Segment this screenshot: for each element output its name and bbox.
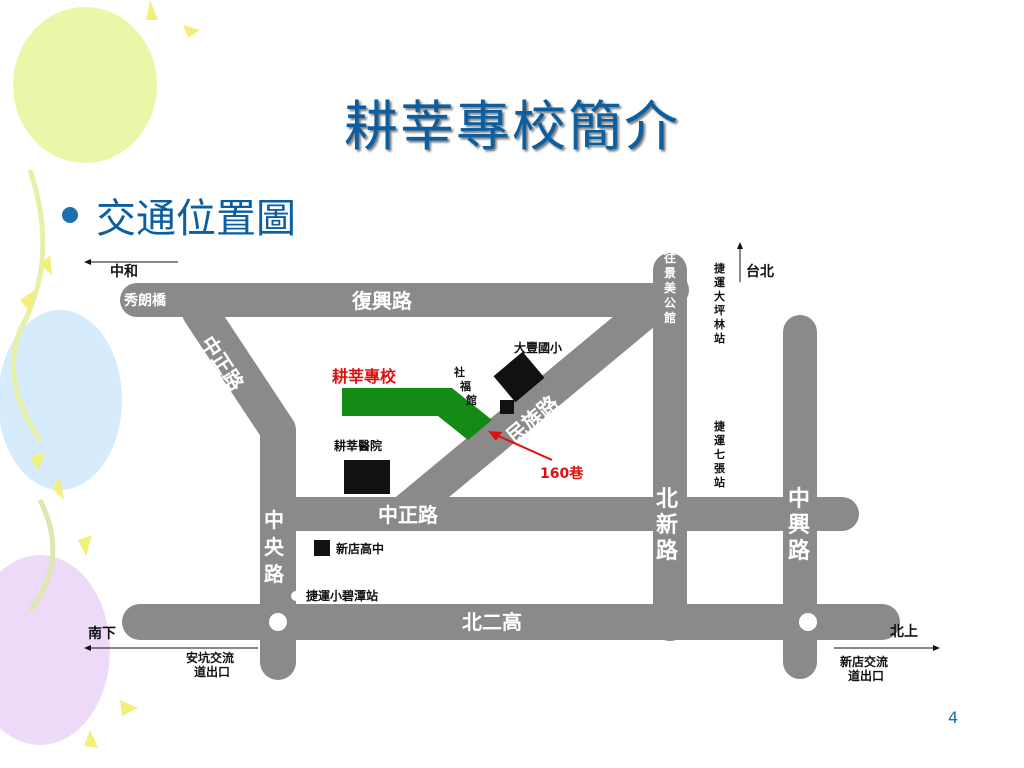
bullet-item: 交通位置圖 [62,186,296,244]
label-qizhang-3: 七 [714,447,725,461]
label-dir-south: 南下 [88,625,116,642]
label-zhongxing-3: 路 [788,538,811,564]
dafeng-school-block [493,351,545,403]
bullet-dot [62,207,78,223]
label-dir-zhonghe: 中和 [110,263,138,280]
label-lane160: 160巷 [540,465,584,482]
label-fuxing-road: 復興路 [351,289,413,313]
label-jingmei-5: 館 [663,310,676,325]
xindian-high-block [314,540,330,556]
road-zhongzheng-diagonal [182,294,296,642]
label-dapinglin-1: 捷 [714,261,726,275]
label-community-3: 館 [465,393,477,407]
slide-title: 耕莘專校簡介 [344,95,680,158]
bullet-text: 交通位置圖 [96,196,296,242]
label-beixin-1: 北 [656,487,678,512]
road-minzu [385,273,689,531]
label-community-1: 社 [453,365,465,379]
arrowhead-south [84,645,91,651]
label-jingmei-4: 公 [664,296,676,310]
label-dir-taipei: 台北 [746,263,774,280]
school-building [342,388,492,440]
label-zhongyang-1: 中 [264,508,284,532]
label-hospital: 耕莘醫院 [334,438,382,453]
arrowhead-zhonghe [84,259,91,265]
page-number: 4 [948,708,959,727]
label-ankeng-1: 安坑交流 [186,650,234,665]
label-ankeng-2: 道出口 [194,664,230,679]
hospital-block [344,460,390,494]
label-jingmei-3: 美 [664,280,677,295]
label-xindian-exit-1: 新店交流 [840,654,888,669]
label-jingmei-1: 往 [664,250,676,265]
roads [120,253,900,680]
interchange-xindian [799,613,817,631]
interchange-ankeng [269,613,287,631]
label-qizhang-5: 站 [714,475,725,489]
label-beier-highway: 北二高 [462,610,522,634]
label-dapinglin-5: 林 [714,317,725,331]
label-dafeng: 大豐國小 [514,340,562,355]
label-zhongyang-3: 路 [264,562,285,586]
label-xiaobitan: 捷運小碧潭站 [306,588,378,603]
label-xindian-high: 新店高中 [336,541,384,556]
arrowhead-north [933,645,940,651]
label-qizhang-4: 張 [714,462,726,475]
station-dot-dapinglin [691,339,701,349]
station-dot-xiaobitan [291,591,301,601]
label-zhongxing-1: 中 [788,487,810,512]
label-dapinglin-6: 站 [714,331,725,345]
label-dapinglin-4: 坪 [714,304,725,317]
label-zhongyang-2: 央 [264,535,285,559]
lane160-arrow [493,433,553,461]
label-xindian-exit-2: 道出口 [848,668,884,683]
label-beixin-2: 新 [656,512,678,538]
label-dapinglin-3: 大 [714,289,725,303]
station-dot-qizhang [691,473,701,483]
label-community-2: 福 [459,379,471,393]
label-school: 耕莘專校 [332,367,397,386]
label-dir-north: 北上 [890,624,918,640]
lane160-arrowhead [488,431,502,441]
community-block [500,400,514,414]
label-qizhang-2: 運 [714,434,726,447]
arrowhead-taipei [737,242,743,249]
transport-map: 復興路 秀朗橋 中正路 中正路 民族路 中 央 路 北 新 路 中 興 路 北二… [84,242,940,683]
label-qizhang-1: 捷 [714,419,726,433]
label-xiulang-bridge: 秀朗橋 [123,292,167,309]
label-zhongxing-2: 興 [788,513,810,538]
label-jingmei-2: 景 [664,266,676,280]
label-beixin-3: 路 [656,538,679,564]
label-dapinglin-2: 運 [714,276,726,289]
label-zhongzheng-main: 中正路 [378,503,439,527]
